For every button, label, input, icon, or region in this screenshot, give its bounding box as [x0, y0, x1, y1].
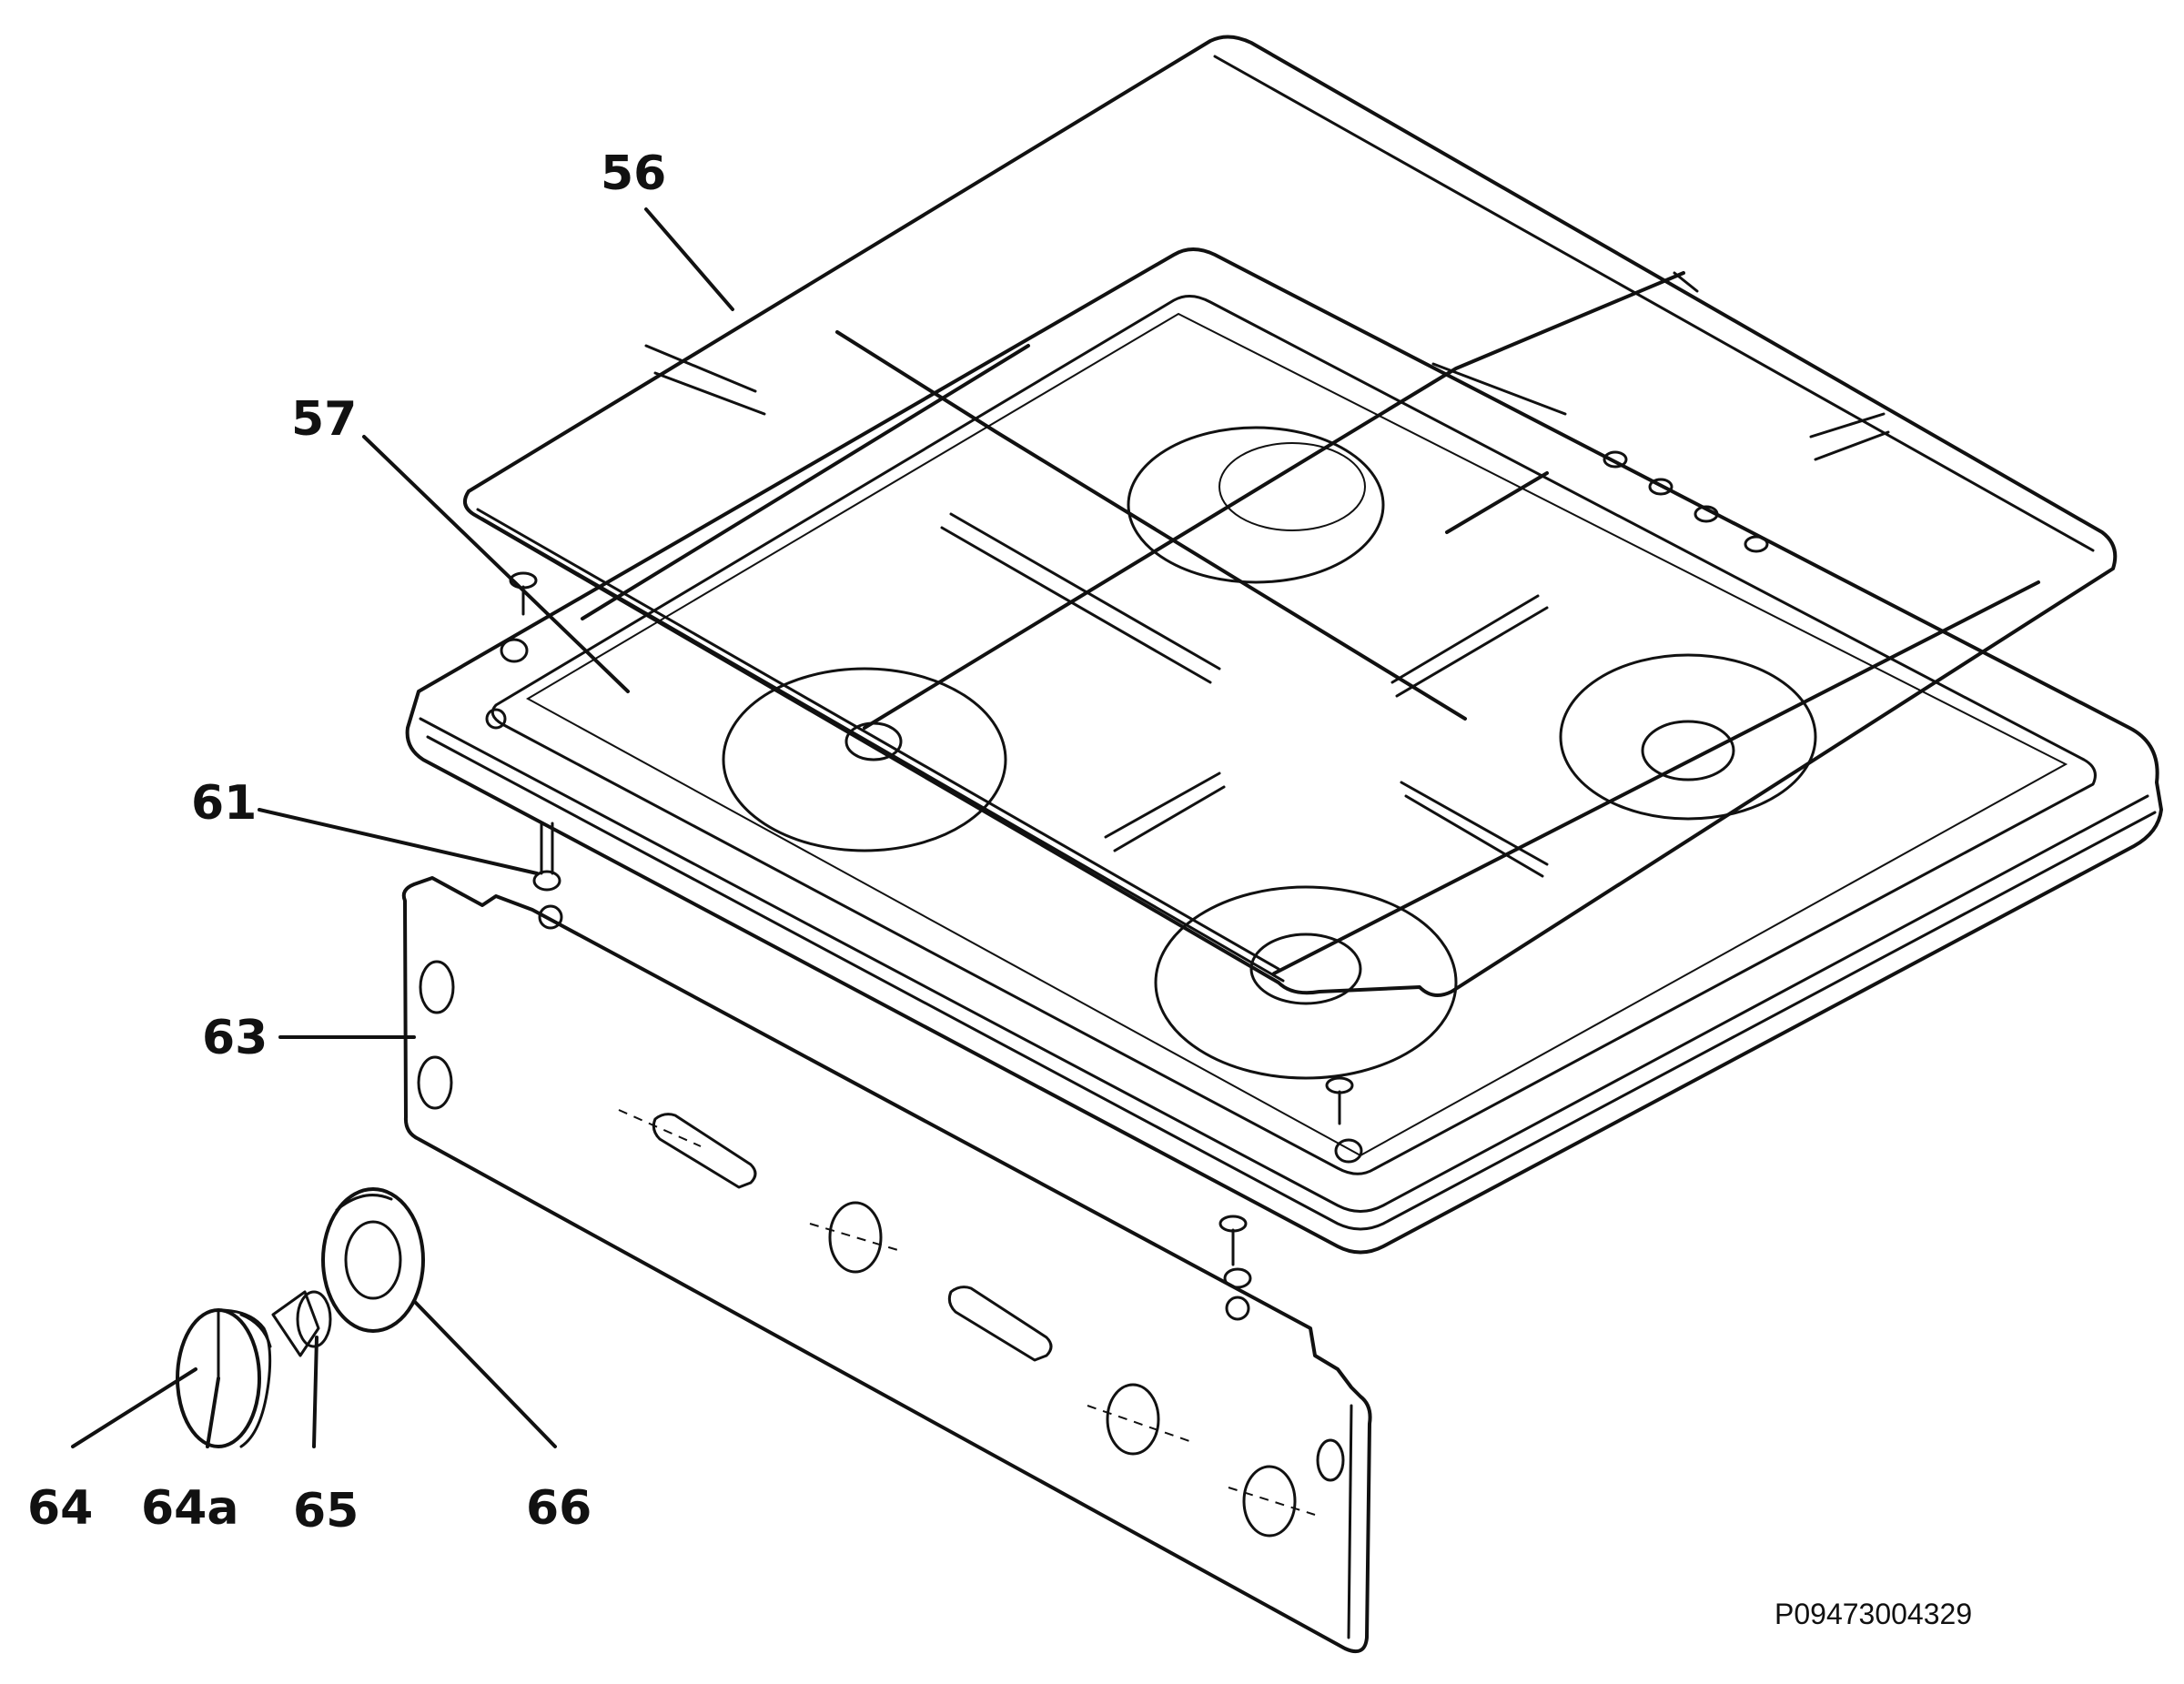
label-57: 57	[291, 392, 357, 447]
knob-assembly	[176, 1187, 425, 1448]
leader-64	[71, 1367, 197, 1448]
screw-left	[532, 822, 563, 930]
fixing-screws	[485, 571, 1363, 1321]
leader-57	[362, 435, 630, 693]
knob-bezel	[321, 1187, 425, 1333]
screw-panel	[1218, 1215, 1252, 1321]
label-56: 56	[601, 146, 666, 201]
label-66: 66	[526, 1481, 592, 1536]
leader-65	[312, 1336, 318, 1448]
burner-rear-left	[1127, 426, 1385, 584]
label-61: 61	[191, 776, 257, 831]
leader-61	[258, 808, 539, 875]
reference-code: P09473004329	[1774, 1598, 1972, 1630]
hob-top-plate	[405, 247, 2163, 1255]
leader-66	[412, 1299, 557, 1448]
knob-spindle	[271, 1290, 332, 1357]
leader-64a	[206, 1376, 220, 1448]
screw-front	[1325, 1076, 1363, 1164]
burner-front-left	[722, 667, 1007, 852]
control-knob	[176, 1308, 272, 1448]
label-64a: 64a	[141, 1481, 238, 1536]
control-panel	[401, 876, 1372, 1653]
pan-support-grid	[463, 35, 2118, 997]
burner-front-right	[1154, 885, 1458, 1080]
leader-56	[644, 207, 734, 311]
label-64: 64	[27, 1481, 93, 1536]
burner-rear-right	[1559, 653, 1817, 821]
label-63: 63	[202, 1011, 268, 1065]
screw-rear	[485, 571, 538, 730]
label-65: 65	[293, 1484, 359, 1538]
